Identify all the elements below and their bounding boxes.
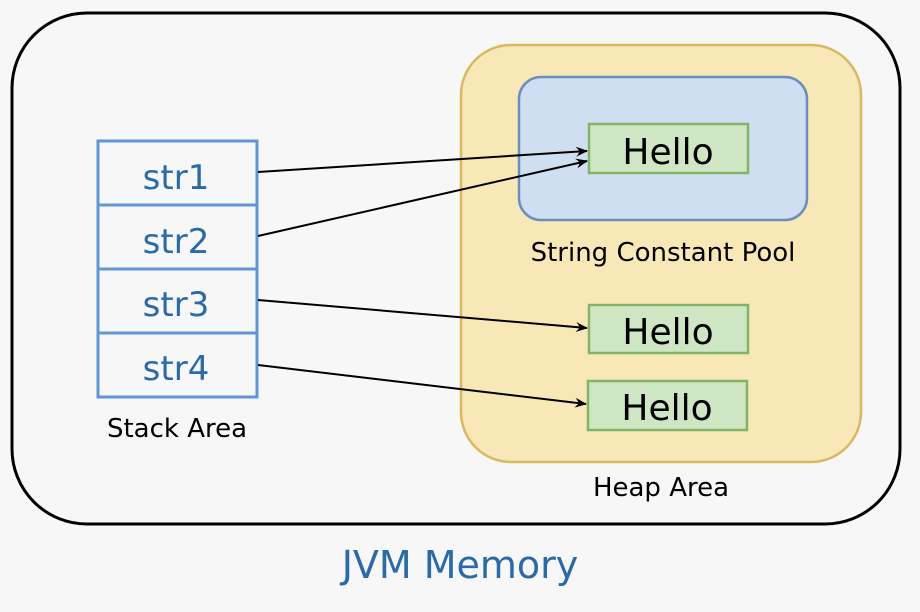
stack-cell-str4 bbox=[96, 331, 259, 399]
stack-area-label: Stack Area bbox=[107, 414, 247, 444]
reference-arrow-str3 bbox=[257, 299, 588, 333]
pool-label: String Constant Pool bbox=[531, 238, 796, 268]
stack-item-label: str1 bbox=[143, 158, 210, 198]
reference-arrow-str4 bbox=[257, 364, 587, 408]
heap-area-label: Heap Area bbox=[593, 473, 729, 503]
stack-item-label: str3 bbox=[143, 285, 210, 325]
heap-object-2-label: Hello bbox=[621, 388, 712, 429]
stack-item-label: str2 bbox=[143, 222, 210, 262]
stack-area: str1 str2 str3 str4 bbox=[96, 139, 259, 399]
heap-object-2 bbox=[586, 379, 749, 432]
pool-object bbox=[587, 122, 750, 175]
pool-object-label: Hello bbox=[622, 132, 713, 173]
diagram-title: JVM Memory bbox=[340, 543, 579, 587]
reference-arrow-str1 bbox=[257, 146, 588, 173]
reference-arrow-str2 bbox=[257, 158, 588, 237]
heap-object-1-label: Hello bbox=[622, 312, 713, 353]
stack-item-label: str4 bbox=[143, 349, 210, 389]
heap-object-1 bbox=[587, 303, 750, 355]
